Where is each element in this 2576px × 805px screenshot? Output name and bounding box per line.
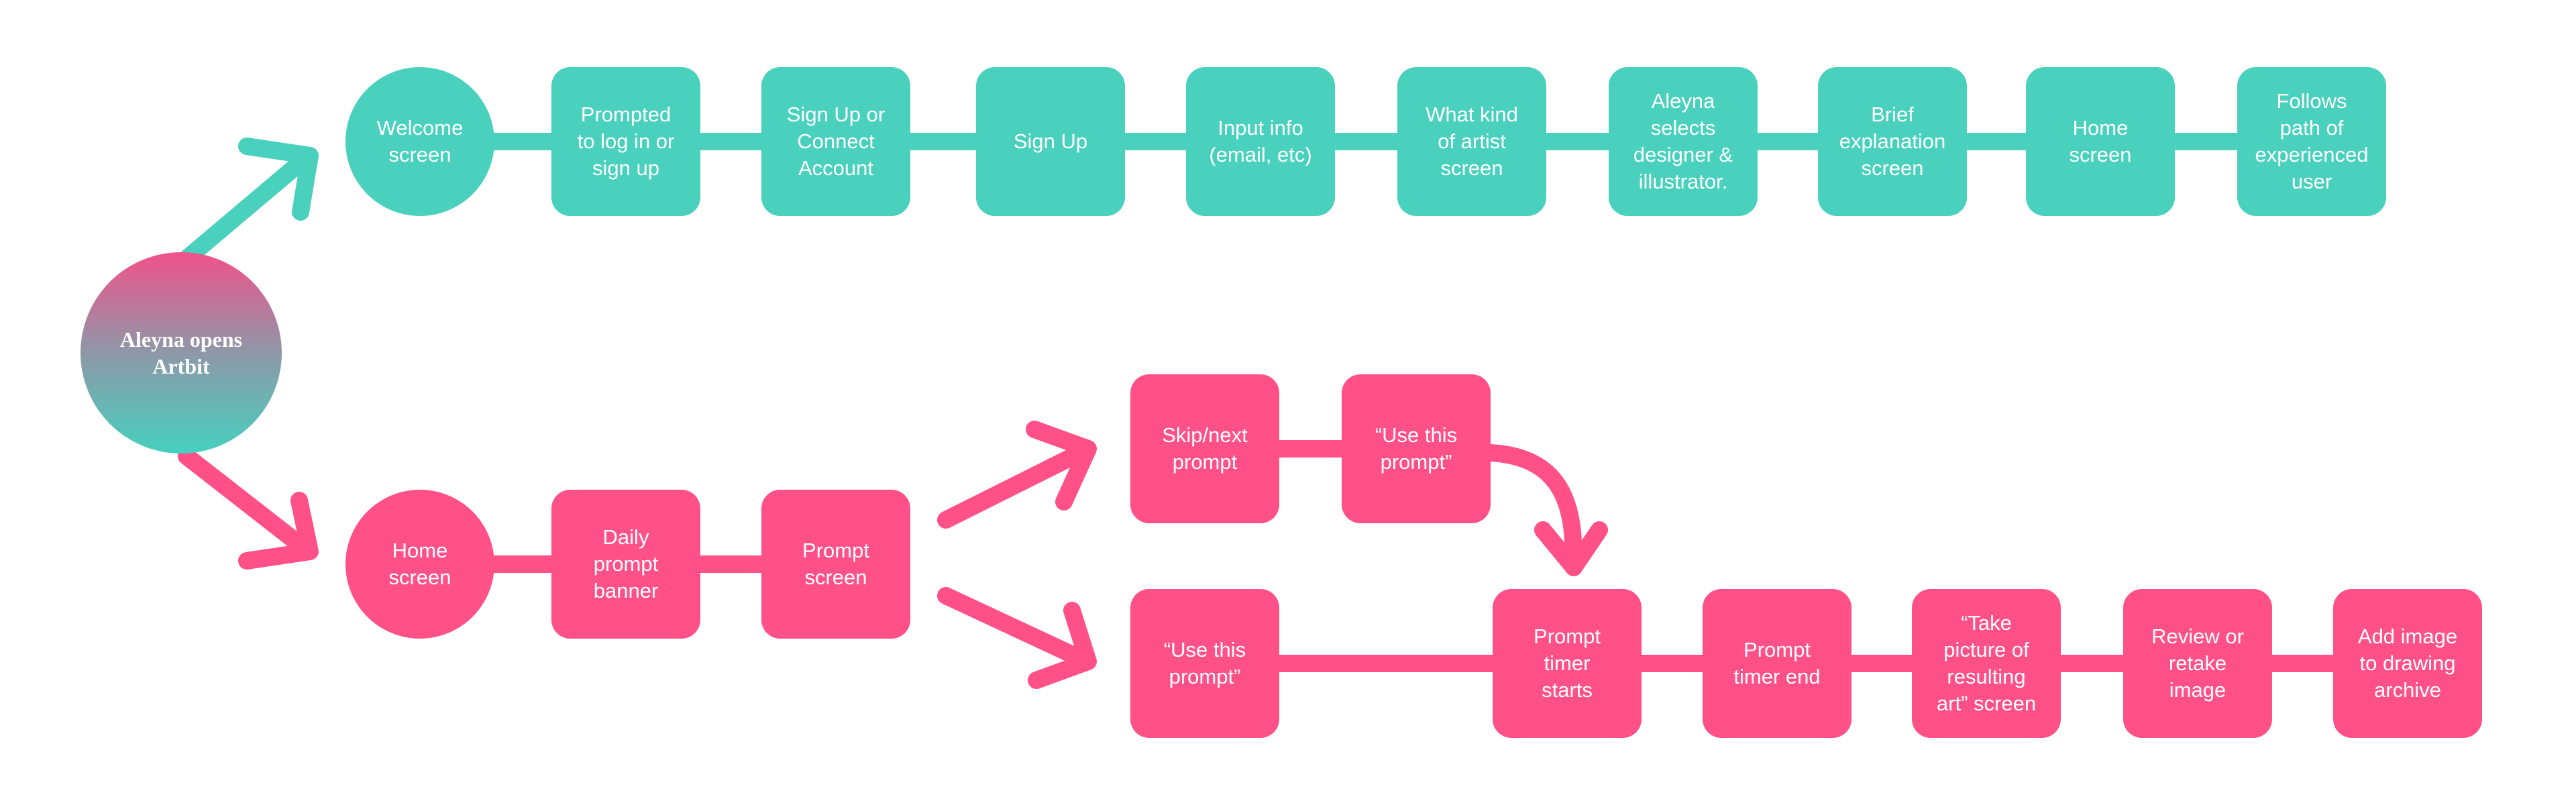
arrow-to-bottom-path: [178, 447, 319, 570]
arrow-to-top-path: [179, 138, 319, 266]
top-node-artist-kind-screen: What kind of artist screen: [1397, 67, 1546, 216]
top-node-brief-explanation: Brief explanation screen: [1818, 67, 1967, 216]
top-node-prompted-login: Prompted to log in or sign up: [551, 67, 700, 216]
top-node-home-screen: Home screen: [2026, 67, 2175, 216]
top-node-signup-or-connect: Sign Up or Connect Account: [761, 67, 910, 216]
branch-node-prompt-timer-end: Prompt timer end: [1703, 589, 1851, 738]
arrow-to-upper-branch: [937, 421, 1097, 529]
start-node-aleyna-opens-artbit: Aleyna opens Artbit: [80, 252, 282, 453]
branch-node-use-this-prompt-lower: “Use this prompt”: [1130, 589, 1279, 738]
branch-node-add-to-archive: Add image to drawing archive: [2333, 589, 2482, 738]
top-node-sign-up: Sign Up: [976, 67, 1125, 216]
top-node-input-info: Input info (email, etc): [1186, 67, 1335, 216]
top-node-aleyna-selects: Aleyna selects designer & illustrator.: [1609, 67, 1758, 216]
bottom-node-prompt-screen: Prompt screen: [761, 490, 910, 639]
branch-node-use-this-prompt-upper: “Use this prompt”: [1342, 374, 1491, 523]
curved-arrow-to-timer: [1482, 444, 1608, 576]
branch-node-review-or-retake: Review or retake image: [2123, 589, 2272, 738]
bottom-node-daily-prompt-banner: Daily prompt banner: [551, 490, 700, 639]
branch-node-prompt-timer-starts: Prompt timer starts: [1493, 589, 1642, 738]
top-node-follows-experienced-path: Follows path of experienced user: [2237, 67, 2386, 216]
bottom-node-home-screen: Home screen: [345, 490, 494, 639]
top-node-welcome-screen: Welcome screen: [345, 67, 494, 216]
arrow-to-lower-branch: [937, 587, 1097, 689]
branch-node-take-picture: “Take picture of resulting art” screen: [1912, 589, 2061, 738]
branch-node-skip-next-prompt: Skip/next prompt: [1130, 374, 1279, 523]
